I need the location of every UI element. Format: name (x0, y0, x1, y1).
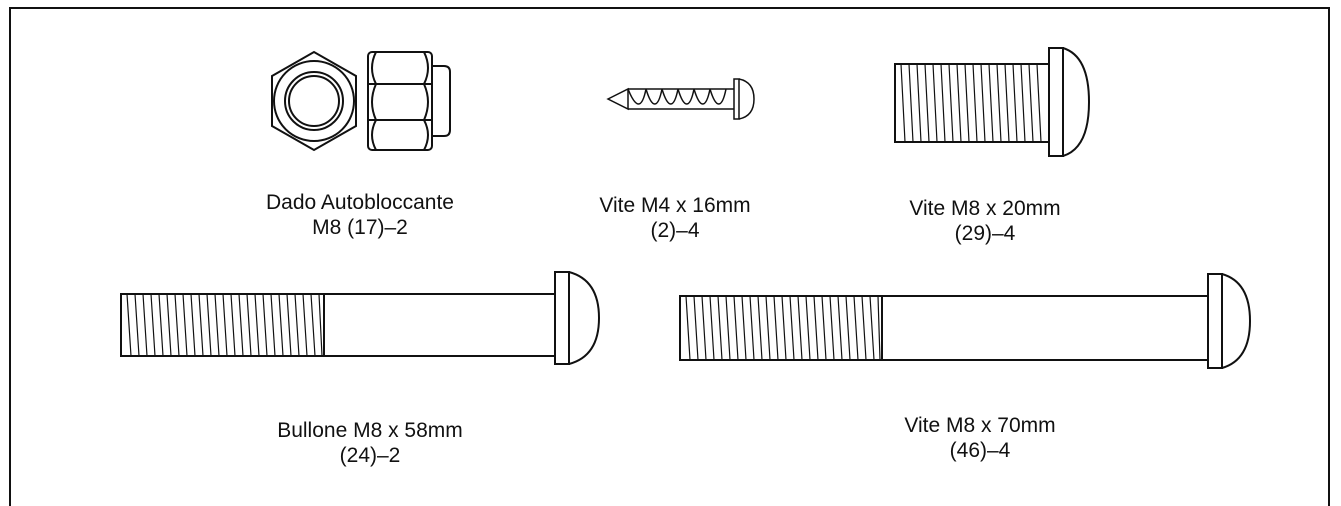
screw-m8x70-drawing (678, 270, 1252, 370)
screw-m4x16-caption: Vite M4 x 16mm (2)–4 (560, 193, 790, 243)
nut-front-view (272, 52, 356, 150)
screw-m4x16-drawing (606, 74, 754, 124)
part-detail: (46)–4 (949, 439, 1011, 462)
part-detail: (2)–4 (650, 219, 700, 242)
bolt-m8x58-caption: Bullone M8 x 58mm (24)–2 (235, 418, 505, 468)
screw-m8x70-caption: Vite M8 x 70mm (46)–4 (860, 413, 1100, 463)
bolt-m8x58-drawing (119, 268, 603, 368)
screw-m8x20-drawing (893, 46, 1089, 158)
part-name: Dado Autobloccante (266, 191, 454, 214)
part-name: Vite M8 x 70mm (904, 414, 1056, 437)
part-name: Vite M8 x 20mm (909, 197, 1061, 220)
part-detail: M8 (17)–2 (312, 216, 408, 239)
part-detail: (24)–2 (339, 444, 401, 467)
hardware-panel-frame (9, 7, 1330, 506)
part-name: Bullone M8 x 58mm (277, 419, 463, 442)
self-locking-nut-caption: Dado Autobloccante M8 (17)–2 (235, 190, 485, 240)
part-name: Vite M4 x 16mm (599, 194, 751, 217)
nut-side-view (368, 52, 450, 150)
part-detail: (29)–4 (954, 222, 1016, 245)
screw-m8x20-caption: Vite M8 x 20mm (29)–4 (870, 196, 1100, 246)
self-locking-nut-drawing (264, 48, 456, 158)
